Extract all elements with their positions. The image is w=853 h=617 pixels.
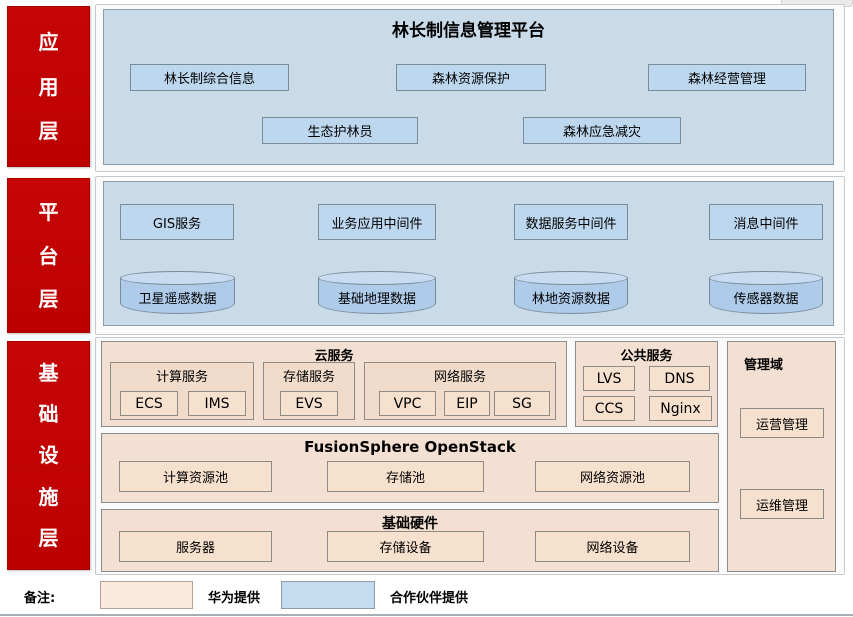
cylinder-top-icon: [709, 271, 823, 285]
platform-main-title: 林长制信息管理平台: [392, 21, 545, 41]
service-box-app-middleware: 业务应用中间件: [318, 204, 436, 240]
hardware-title: 基础硬件: [382, 516, 438, 532]
database-cylinder-geo: 基础地理数据: [318, 271, 436, 314]
app-box-comprehensive-info: 林长制综合信息: [130, 64, 289, 91]
management-domain-title: 管理域: [744, 358, 784, 373]
box-network-devices: 网络设备: [535, 531, 690, 562]
box-maintenance-mgmt: 运维管理: [740, 489, 824, 519]
box-sg: SG: [494, 391, 550, 416]
legend-note-label: 备注:: [24, 591, 56, 606]
legend-partner-label: 合作伙伴提供: [390, 591, 469, 606]
bottom-divider: [0, 614, 853, 616]
layer-char: 基: [38, 361, 59, 386]
box-operations-mgmt: 运营管理: [740, 408, 824, 438]
layer-label-infrastructure: 基 础 设 施 层: [7, 341, 90, 570]
service-box-msg-middleware: 消息中间件: [709, 204, 823, 240]
layer-char: 应: [38, 29, 59, 54]
layer-char: 层: [38, 119, 59, 144]
layer-char: 台: [38, 243, 59, 268]
box-nginx: Nginx: [649, 396, 712, 421]
legend-huawei-label: 华为提供: [208, 591, 261, 606]
cylinder-top-icon: [318, 271, 436, 285]
network-service-title: 网络服务: [433, 370, 486, 385]
app-box-eco-ranger: 生态护林员: [262, 117, 418, 144]
box-ecs: ECS: [120, 391, 178, 416]
management-domain-container: 管理域: [727, 341, 836, 572]
box-vpc: VPC: [379, 391, 436, 416]
layer-label-application: 应 用 层: [7, 6, 90, 167]
database-cylinder-sensor: 传感器数据: [709, 271, 823, 314]
box-ims: IMS: [188, 391, 246, 416]
box-servers: 服务器: [119, 531, 272, 562]
cylinder-top-icon: [120, 271, 235, 285]
public-services-title: 公共服务: [620, 349, 673, 364]
fusionsphere-title: FusionSphere OpenStack: [304, 438, 516, 456]
database-cylinder-satellite: 卫星遥感数据: [120, 271, 235, 314]
legend-partner-swatch: [281, 581, 375, 609]
legend-huawei-swatch: [100, 581, 193, 609]
box-storage-pool: 存储池: [327, 461, 484, 492]
layer-char: 层: [38, 525, 59, 550]
compute-service-title: 计算服务: [155, 370, 208, 385]
storage-service-title: 存储服务: [282, 370, 335, 385]
service-box-gis: GIS服务: [120, 204, 234, 240]
layer-char: 用: [38, 74, 59, 99]
layer-char: 施: [38, 484, 59, 509]
box-eip: EIP: [444, 391, 490, 416]
box-dns: DNS: [649, 366, 710, 391]
layer-char: 平: [38, 200, 59, 225]
app-box-resource-protection: 森林资源保护: [396, 64, 546, 91]
box-ccs: CCS: [583, 396, 635, 421]
box-network-pool: 网络资源池: [535, 461, 690, 492]
app-box-operation-mgmt: 森林经营管理: [648, 64, 806, 91]
app-box-emergency: 森林应急减灾: [523, 117, 681, 144]
layer-char: 础: [38, 402, 59, 427]
layer-char: 层: [38, 286, 59, 311]
service-box-data-middleware: 数据服务中间件: [514, 204, 628, 240]
box-storage-devices: 存储设备: [327, 531, 484, 562]
cylinder-top-icon: [514, 271, 628, 285]
box-lvs: LVS: [583, 366, 635, 391]
box-compute-pool: 计算资源池: [119, 461, 272, 492]
database-cylinder-forest: 林地资源数据: [514, 271, 628, 314]
box-evs: EVS: [280, 391, 338, 416]
layer-char: 设: [38, 443, 59, 468]
cloud-services-title: 云服务: [314, 349, 354, 364]
layer-label-platform: 平 台 层: [7, 178, 90, 333]
